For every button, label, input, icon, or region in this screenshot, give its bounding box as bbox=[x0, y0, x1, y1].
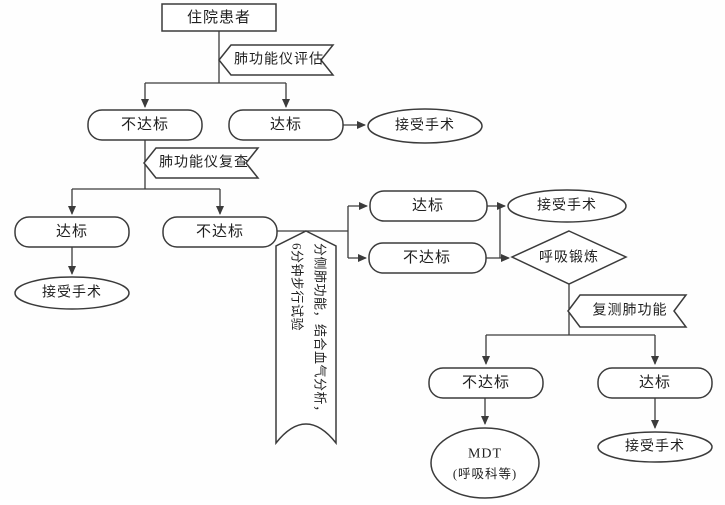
flow-edges bbox=[68, 31, 659, 429]
node-fail-4: 不达标 bbox=[428, 367, 544, 399]
node-mdt-line2: (呼吸科等) bbox=[453, 466, 517, 481]
node-surgery-1-label: 接受手术 bbox=[395, 117, 455, 134]
node-breathing-exercise: 呼吸锻炼 bbox=[510, 230, 628, 285]
node-fail-3-label: 不达标 bbox=[403, 249, 451, 266]
edge-trunk-top bbox=[145, 31, 286, 84]
node-pass-4-label: 达标 bbox=[639, 374, 671, 391]
node-pass-3-label: 达标 bbox=[412, 197, 444, 214]
node-surgery-2-label: 接受手术 bbox=[42, 284, 102, 301]
node-pass-3: 达标 bbox=[369, 190, 488, 222]
node-inpatient-label: 住院患者 bbox=[187, 8, 251, 26]
node-surgery-3: 接受手术 bbox=[507, 189, 627, 223]
node-pass-1: 达标 bbox=[228, 109, 344, 141]
node-surgery-3-label: 接受手术 bbox=[537, 197, 597, 214]
edge-fail2-fork bbox=[277, 206, 349, 258]
node-fail-2-label: 不达标 bbox=[196, 223, 244, 240]
node-surgery-2: 接受手术 bbox=[14, 276, 130, 310]
node-pass-4: 达标 bbox=[597, 367, 713, 399]
node-surgery-4-label: 接受手术 bbox=[625, 438, 685, 455]
node-fail-3: 不达标 bbox=[368, 242, 487, 274]
banner-side-lung-test: 分侧肺功能，结合血气分析， 6分钟步行试验 bbox=[275, 230, 337, 446]
node-surgery-1: 接受手术 bbox=[367, 108, 483, 144]
banner-lung-evaluation-label: 肺功能仪评估 bbox=[234, 52, 324, 68]
node-pass-1-label: 达标 bbox=[270, 116, 302, 133]
node-pass-2-label: 达标 bbox=[56, 223, 88, 240]
banner-lung-recheck: 肺功能仪复查 bbox=[143, 147, 260, 179]
node-fail-4-label: 不达标 bbox=[462, 374, 510, 391]
banner-lung-recheck-label: 肺功能仪复查 bbox=[159, 154, 249, 171]
node-mdt-line1: MDT bbox=[468, 447, 502, 462]
node-fail-1: 不达标 bbox=[87, 109, 203, 141]
banner-side-lung-test-line2: 6分钟步行试验 bbox=[290, 243, 305, 331]
node-mdt: MDT (呼吸科等) bbox=[430, 427, 540, 499]
node-surgery-4: 接受手术 bbox=[597, 431, 713, 463]
banner-retest-lung: 复测肺功能 bbox=[567, 294, 688, 328]
banner-retest-lung-label: 复测肺功能 bbox=[593, 302, 668, 319]
banner-lung-evaluation: 肺功能仪评估 bbox=[218, 44, 335, 76]
node-inpatient: 住院患者 bbox=[161, 3, 277, 32]
banner-side-lung-test-line1: 分侧肺功能，结合血气分析， bbox=[313, 243, 328, 419]
node-fail-1-label: 不达标 bbox=[121, 116, 169, 133]
node-breathing-exercise-label: 呼吸锻炼 bbox=[539, 250, 599, 266]
edge-right-bus bbox=[486, 205, 501, 259]
node-fail-2: 不达标 bbox=[162, 216, 278, 248]
node-pass-2: 达标 bbox=[14, 216, 130, 248]
